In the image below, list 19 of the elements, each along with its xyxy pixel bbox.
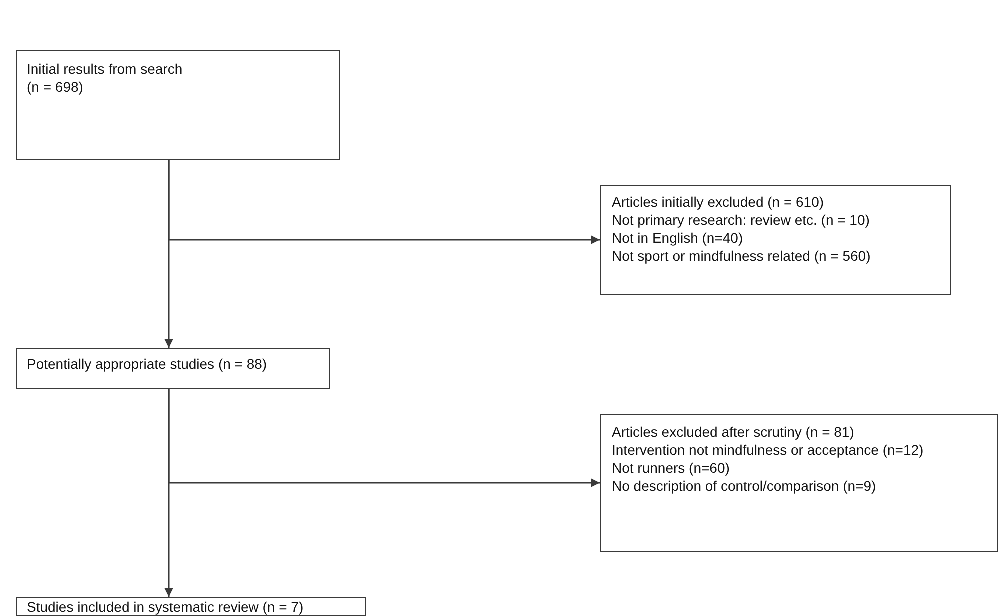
process-box <box>16 348 330 389</box>
box-heading: Articles excluded after scrutiny (n = 81) <box>612 423 854 441</box>
process-box <box>600 414 998 552</box>
box-detail: Not primary research: review etc. (n = 10) <box>612 211 870 229</box>
box-heading: Initial results from search <box>27 60 183 78</box>
box-detail: No description of control/comparison (n=9) <box>612 477 876 495</box>
arrow <box>168 389 600 488</box>
box-heading: Articles initially excluded (n = 610) <box>612 193 824 211</box>
box-detail: Not in English (n=40) <box>612 229 744 247</box>
box-detail: Intervention not mindfulness or acceptance (n=12) <box>612 441 924 459</box>
box-detail: Not sport or mindfulness related (n = 560) <box>612 247 871 265</box>
process-box <box>16 50 340 160</box>
box-detail: Not runners (n=60) <box>612 459 730 477</box>
arrow <box>168 160 600 244</box>
box-heading: Studies included in systematic review (n = 7) <box>27 598 304 616</box>
box-heading: Potentially appropriate studies (n = 88) <box>27 355 268 373</box>
box-detail: (n = 698) <box>27 78 84 96</box>
process-box <box>600 185 951 295</box>
process-box <box>16 597 366 616</box>
